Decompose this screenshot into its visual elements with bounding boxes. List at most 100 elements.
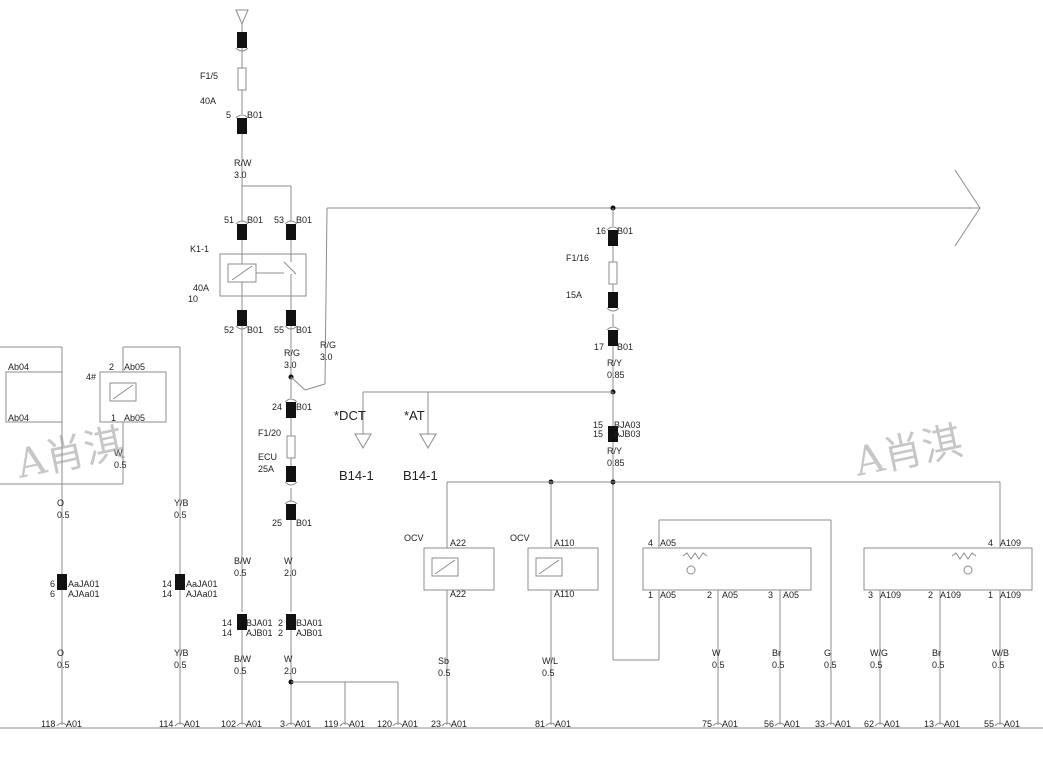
- conn-a05: A05: [660, 538, 676, 548]
- pin-1-a109: 1: [988, 590, 993, 600]
- wire-o: O: [57, 498, 64, 508]
- wire-w-b: W: [712, 648, 721, 658]
- conn-a22: A22: [450, 538, 466, 548]
- relay-extra: 10: [188, 294, 198, 304]
- wire-w-size: 2.0: [284, 568, 297, 578]
- fuse-f1-20-label: ECU: [258, 452, 277, 462]
- pin-4-a109: 4: [988, 538, 993, 548]
- terminal-connector: A01: [246, 719, 262, 729]
- conn-a22-b: A22: [450, 589, 466, 599]
- pin-2-a05: 2: [707, 590, 712, 600]
- wire-o-lower: O: [57, 648, 64, 658]
- wire-yb: Y/B: [174, 498, 189, 508]
- wire-br2-size: 0.5: [932, 660, 945, 670]
- pin-14c: 14: [222, 618, 232, 628]
- terminal-connector: A01: [451, 719, 467, 729]
- fuse-f1-20-rating: 25A: [258, 464, 274, 474]
- wire-o-size: 0.5: [57, 510, 70, 520]
- main-feed: [235, 9, 292, 222]
- wire-br: Br: [772, 648, 781, 658]
- conn-b01-51: B01: [247, 215, 263, 225]
- pin-2-a109: 2: [928, 590, 933, 600]
- conn-ab05-b: Ab05: [124, 413, 145, 423]
- terminal-arc: [545, 722, 557, 727]
- wire-br-size: 0.5: [772, 660, 785, 670]
- conn-ab04-b: Ab04: [8, 413, 29, 423]
- pin-6a: 6: [50, 579, 55, 589]
- watermark-left: A肖淇: [12, 420, 129, 488]
- terminal-arc: [874, 722, 886, 727]
- terminal-number: 23: [431, 719, 441, 729]
- terminal-arc: [994, 722, 1006, 727]
- wire-rg1: R/G: [284, 348, 300, 358]
- conn-bja01-b: BJA01: [296, 618, 323, 628]
- terminal-connector: A01: [295, 719, 311, 729]
- conn-a05-3: A05: [783, 590, 799, 600]
- terminal-connector: A01: [722, 719, 738, 729]
- terminal-connector: A01: [66, 719, 82, 729]
- wire-yb-size: 0.5: [174, 510, 187, 520]
- terminal-number: 33: [815, 719, 825, 729]
- terminal-arc: [174, 722, 186, 727]
- wire-wb: W/B: [992, 648, 1009, 658]
- wire-wl: W/L: [542, 656, 558, 666]
- pin-4-a05: 4: [648, 538, 653, 548]
- wire-bw-lower-size: 0.5: [234, 666, 247, 676]
- fuse-f1-5-name: F1/5: [200, 71, 218, 81]
- wire-yb-lower-size: 0.5: [174, 660, 187, 670]
- conn-aja01: AaJA01: [68, 579, 100, 589]
- wire-ry2-size: 0.85: [607, 458, 625, 468]
- conn-bja03: BJA03: [614, 420, 641, 430]
- pin-17: 17: [594, 342, 604, 352]
- pin-16: 16: [596, 226, 606, 236]
- terminal-arc: [934, 722, 946, 727]
- conn-a110-b: A110: [554, 589, 574, 599]
- ocv-left: OCV: [404, 533, 424, 543]
- pin-25: 25: [272, 518, 282, 528]
- conn-b01-24: B01: [296, 402, 312, 412]
- terminal-number: 118: [41, 719, 55, 729]
- terminal-number: 55: [984, 719, 994, 729]
- wire-rw: R/W: [234, 158, 252, 168]
- terminal-connector: A01: [349, 719, 365, 729]
- terminal-arc: [441, 722, 453, 727]
- terminal-number: 114: [159, 719, 173, 729]
- conn-b01: B01: [247, 110, 263, 120]
- terminal-connector: A01: [944, 719, 960, 729]
- ref-b14-1-b: B14-1: [403, 468, 438, 483]
- conn-a109-2: A109: [940, 590, 961, 600]
- wire-ry1: R/Y: [607, 358, 622, 368]
- conn-ajb01-b: AJB01: [296, 628, 323, 638]
- pin-24: 24: [272, 402, 282, 412]
- wire-rg2-size: 3.0: [320, 352, 333, 362]
- conn-aja01c: AaJA01: [186, 579, 218, 589]
- wire-ry1-size: 0.85: [607, 370, 625, 380]
- wire-w05: W: [114, 448, 123, 458]
- relay-rating: 40A: [193, 283, 209, 293]
- wire-w05-size: 0.5: [114, 460, 127, 470]
- wire-rg2: R/G: [320, 340, 336, 350]
- terminal-connector: A01: [402, 719, 418, 729]
- conn-aja01d: AJAa01: [186, 589, 218, 599]
- pin-15a: 15: [593, 420, 603, 430]
- conn-a05-1: A05: [660, 590, 676, 600]
- pin-15b: 15: [593, 429, 603, 439]
- relay-name: K1-1: [190, 244, 209, 254]
- pin-3-a109: 3: [868, 590, 873, 600]
- conn-aja01b: AJAa01: [68, 589, 100, 599]
- terminal-number: 3: [280, 719, 285, 729]
- fuse-f1-5-rating: 40A: [200, 96, 216, 106]
- conn-b01-16: B01: [617, 226, 633, 236]
- wire-wg: W/G: [870, 648, 888, 658]
- sensor-a109: [863, 547, 1033, 725]
- wire-wg-size: 0.5: [870, 660, 883, 670]
- terminal-number: 81: [535, 719, 545, 729]
- fuse-f1-16-name: F1/16: [566, 253, 589, 263]
- conn-b01-17: B01: [617, 342, 633, 352]
- fuse-f1-20-name: F1/20: [258, 428, 281, 438]
- terminal-arc: [774, 722, 786, 727]
- pin-55: 55: [274, 325, 284, 335]
- wire-bw: B/W: [234, 556, 252, 566]
- conn-ab05: Ab05: [124, 362, 145, 372]
